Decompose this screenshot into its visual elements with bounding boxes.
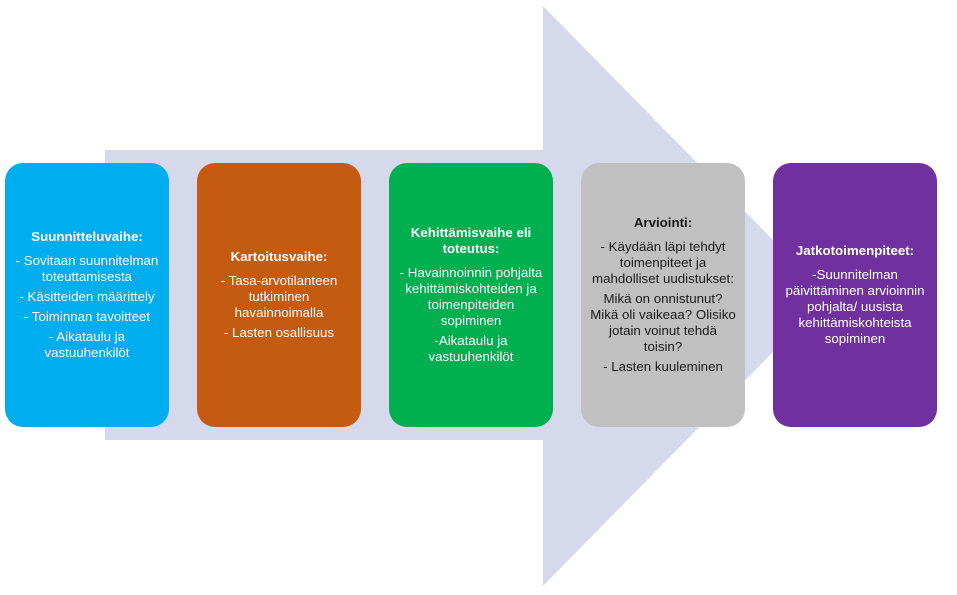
stage-planning-item: - Käsitteiden määrittely: [19, 289, 155, 304]
stage-followup-title: Jatkotoimenpiteet:: [795, 243, 915, 258]
stage-survey-box: Kartoitusvaihe: - Tasa-arvotilanteen tut…: [197, 163, 361, 427]
stage-evaluation-item: - Lasten kuuleminen: [603, 359, 723, 374]
stage-planning-box: Suunnitteluvaihe: - Sovitaan suunnitelma…: [5, 163, 169, 427]
stage-planning-item: - Sovitaan suunnitelman toteuttamisesta: [15, 253, 159, 284]
stage-evaluation-item: Mikä on onnistunut? Mikä oli vaikeaa? Ol…: [590, 291, 736, 354]
stage-evaluation-box: Arviointi: - Käydään läpi tehdyt toimenp…: [581, 163, 745, 427]
stage-planning-item: - Toiminnan tavoitteet: [23, 309, 151, 324]
stage-evaluation-item: - Käydään läpi tehdyt toimenpiteet ja ma…: [592, 239, 734, 286]
stage-survey-item: - Lasten osallisuus: [223, 325, 335, 340]
stage-development-item: -Aikataulu ja vastuuhenkilöt: [428, 333, 514, 364]
stage-development-title: Kehittämisvaihe eli toteutus:: [410, 225, 532, 256]
stage-planning-title: Suunnitteluvaihe:: [31, 229, 143, 244]
stage-survey-item: - Tasa-arvotilanteen tutkiminen havainno…: [220, 273, 338, 320]
stage-followup-item: -Suunnitelman päivittäminen arvioinnin p…: [785, 267, 925, 346]
stage-development-box: Kehittämisvaihe eli toteutus: - Havainno…: [389, 163, 553, 427]
stage-survey-title: Kartoitusvaihe:: [230, 249, 328, 264]
stage-followup-box: Jatkotoimenpiteet: -Suunnitelman päivitt…: [773, 163, 937, 427]
stage-planning-item: - Aikataulu ja vastuuhenkilöt: [44, 329, 130, 360]
stage-development-item: - Havainnoinnin pohjalta kehittämiskohte…: [399, 265, 543, 328]
stage-evaluation-title: Arviointi:: [633, 215, 693, 230]
